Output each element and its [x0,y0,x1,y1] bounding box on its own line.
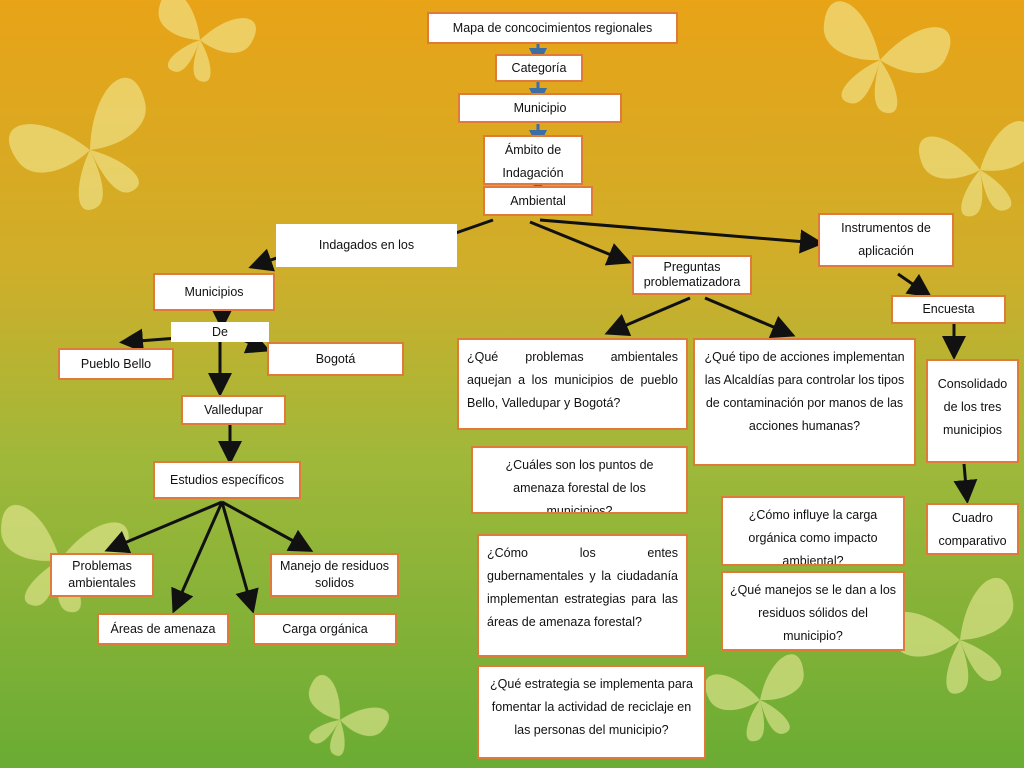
instrumentos-label: Instrumentos de aplicación [841,221,931,258]
ambito-label: Ámbito de Indagación [502,143,564,180]
problemas-label: Problemas ambientales [68,559,136,590]
instrumentos-box: Instrumentos de aplicación [818,213,954,267]
encuesta-label: Encuesta [922,302,975,317]
municipios-box: Municipios [153,273,275,311]
indagados-label: Indagados en los [318,238,415,253]
categoria-box: Categoría [495,54,583,82]
question-5-box: ¿Cómo los entes gubernamentales y la ciu… [477,534,688,657]
problemas-box: Problemas ambientales [50,553,154,597]
question-3-label: ¿Cuáles son los puntos de amenaza forest… [505,458,654,514]
ambiental-label: Ambiental [510,193,566,208]
question-2-label: ¿Qué tipo de acciones implementan las Al… [704,350,905,433]
ambiental-box: Ambiental [483,186,593,216]
valledupar-label: Valledupar [204,402,263,417]
bogota-label: Bogotá [315,351,356,366]
manejo-label: Manejo de residuos solidos [279,559,390,590]
estudios-label: Estudios específicos [170,472,284,487]
question-4-box: ¿Cómo influye la carga orgánica como imp… [721,496,905,566]
manejo-box: Manejo de residuos solidos [270,553,399,597]
cuadro-label: Cuadro comparativo [938,511,1007,548]
carga-box: Carga orgánica [253,613,397,645]
municipios-label: Municipios [184,284,244,299]
title-box: Mapa de concocimientos regionales [427,12,678,44]
preguntas-label: Preguntas problematizadora [643,260,741,289]
municipio-label: Municipio [513,100,567,115]
ambito-box: Ámbito de Indagación [483,135,583,185]
valledupar-box: Valledupar [181,395,286,425]
question-3-box: ¿Cuáles son los puntos de amenaza forest… [471,446,688,514]
question-5-label: ¿Cómo los entes gubernamentales y la ciu… [487,546,678,629]
question-1-box: ¿Qué problemas ambientales aquejan a los… [457,338,688,430]
indagados-box: Indagados en los [276,224,457,267]
estudios-box: Estudios específicos [153,461,301,499]
consolidado-box: Consolidado de los tres municipios [926,359,1019,463]
question-6-box: ¿Qué manejos se le dan a los residuos só… [721,571,905,651]
pueblo-bello-box: Pueblo Bello [58,348,174,380]
areas-box: Áreas de amenaza [97,613,229,645]
question-6-label: ¿Qué manejos se le dan a los residuos só… [729,583,897,643]
preguntas-box: Preguntas problematizadora [632,255,752,295]
carga-label: Carga orgánica [282,621,368,636]
areas-label: Áreas de amenaza [110,621,216,636]
question-7-box: ¿Qué estrategia se implementa para fomen… [477,665,706,759]
cuadro-box: Cuadro comparativo [926,503,1019,555]
de-box: De [171,322,269,342]
pueblo-bello-label: Pueblo Bello [80,356,152,371]
question-4-label: ¿Cómo influye la carga orgánica como imp… [748,508,878,566]
consolidado-label: Consolidado de los tres municipios [937,377,1008,437]
bogota-box: Bogotá [267,342,404,376]
encuesta-box: Encuesta [891,295,1006,324]
municipio-box: Municipio [458,93,622,123]
question-2-box: ¿Qué tipo de acciones implementan las Al… [693,338,916,466]
question-1-label: ¿Qué problemas ambientales aquejan a los… [467,350,678,410]
title-label: Mapa de concocimientos regionales [452,20,653,35]
question-7-label: ¿Qué estrategia se implementa para fomen… [490,677,693,737]
de-label: De [212,324,228,339]
categoria-label: Categoría [511,60,567,75]
